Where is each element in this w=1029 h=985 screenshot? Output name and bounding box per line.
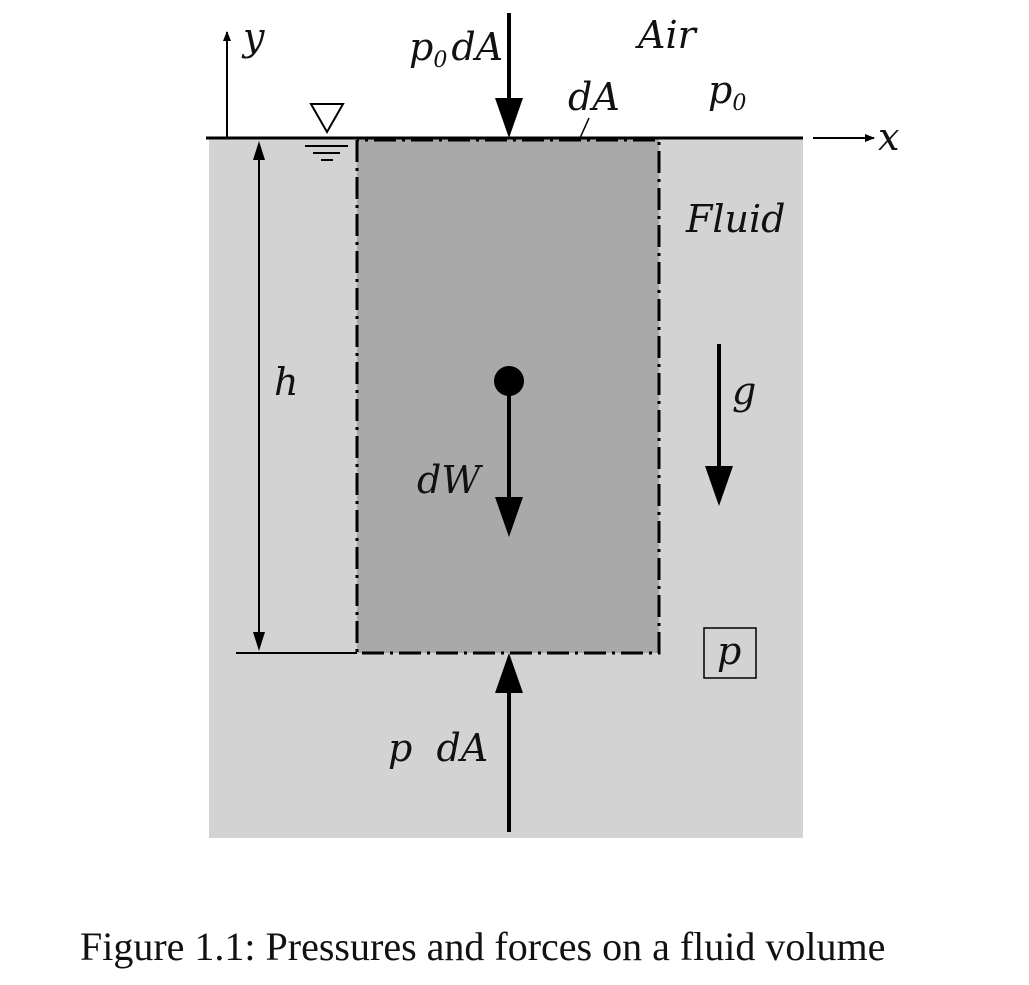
surface-pressure-subscript: 0 [732, 91, 746, 116]
air-label: Air [635, 13, 699, 57]
gravity-arrowhead [705, 466, 733, 506]
bottom-pressure-label: p [717, 629, 741, 673]
top-force-arrowhead [495, 98, 523, 138]
height-arrowhead-top [253, 141, 265, 160]
area-element-label: dA [568, 75, 620, 119]
x-axis-label: x [878, 115, 899, 159]
free-surface-symbol [305, 103, 348, 161]
area-element-leader [579, 117, 590, 139]
top-force-symbol: p [409, 25, 433, 69]
height-label: h [274, 360, 298, 404]
fluid-label: Fluid [685, 197, 785, 241]
figure-caption: Figure 1.1: Pressures and forces on a fl… [80, 924, 885, 969]
bottom-force-arrowhead [495, 653, 523, 693]
y-axis-label: y [241, 15, 265, 59]
gravity-label: g [732, 369, 756, 413]
bottom-pressure-box [703, 627, 757, 679]
weight-arrowhead [495, 497, 523, 537]
control-volume-boundary [355, 138, 661, 655]
bottom-force-label: p dA [388, 726, 488, 770]
height-arrowhead-bottom [253, 632, 265, 651]
weight-label: dW [417, 458, 483, 502]
surface-pressure-symbol: p [708, 68, 732, 112]
surface-pressure-label: p0 [708, 68, 746, 116]
top-force-subscript: 0 [433, 48, 447, 73]
top-force-area-symbol: dA [451, 25, 503, 69]
